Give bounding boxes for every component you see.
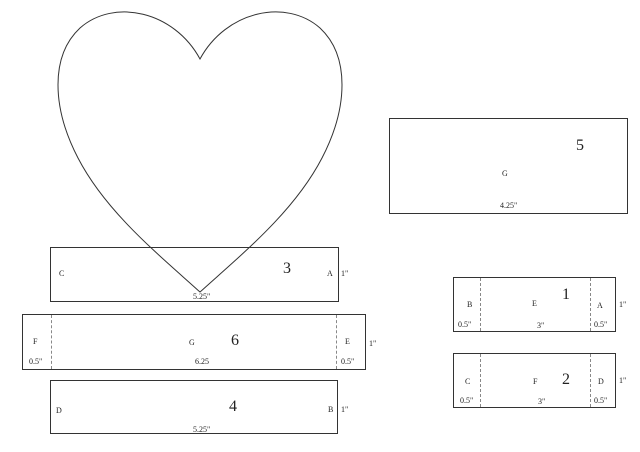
piece-4-right-letter: B bbox=[328, 405, 334, 414]
piece-3-height-dim: 1" bbox=[341, 269, 349, 278]
piece-1-fold-right bbox=[590, 278, 591, 331]
piece-6-left-dim: 0.5" bbox=[29, 357, 43, 366]
piece-2-center-letter: F bbox=[533, 377, 538, 386]
piece-6-fold-left bbox=[51, 315, 52, 369]
piece-5-number: 5 bbox=[576, 137, 584, 154]
piece-2: C F 2 D 0.5" 3" 0.5" bbox=[453, 353, 616, 408]
piece-3-number: 3 bbox=[283, 260, 291, 277]
piece-1-right-dim: 0.5" bbox=[594, 320, 608, 329]
piece-6: F G 6 E 0.5" 6.25 0.5" bbox=[22, 314, 366, 370]
piece-6-width-dim: 6.25 bbox=[195, 357, 209, 366]
heart-shape bbox=[57, 11, 343, 293]
piece-3-width-dim: 5.25" bbox=[193, 292, 211, 301]
piece-6-right-letter: E bbox=[345, 337, 350, 346]
piece-4: D 4 B 5.25" bbox=[50, 380, 338, 434]
piece-4-width-dim: 5.25" bbox=[193, 425, 211, 434]
piece-5: 5 G 4.25" bbox=[389, 118, 628, 214]
piece-1: B E 1 A 0.5" 3" 0.5" bbox=[453, 277, 616, 332]
piece-6-center-letter: G bbox=[189, 338, 195, 347]
piece-1-number: 1 bbox=[562, 286, 570, 303]
piece-2-width-dim: 3" bbox=[538, 397, 546, 406]
piece-6-number: 6 bbox=[231, 332, 239, 349]
piece-5-width-dim: 4.25" bbox=[500, 201, 518, 210]
piece-4-number: 4 bbox=[229, 398, 237, 415]
piece-2-right-dim: 0.5" bbox=[594, 396, 608, 405]
piece-2-left-dim: 0.5" bbox=[460, 396, 474, 405]
piece-1-height-dim: 1" bbox=[619, 300, 627, 309]
piece-2-number: 2 bbox=[562, 371, 570, 388]
piece-4-height-dim: 1" bbox=[341, 405, 349, 414]
piece-3: C 3 A 5.25" bbox=[50, 247, 339, 302]
piece-6-left-letter: F bbox=[33, 337, 38, 346]
piece-2-fold-right bbox=[590, 354, 591, 407]
piece-1-right-letter: A bbox=[597, 301, 603, 310]
piece-2-right-letter: D bbox=[598, 377, 604, 386]
piece-4-left-letter: D bbox=[56, 406, 62, 415]
piece-3-right-letter: A bbox=[327, 269, 333, 278]
piece-2-fold-left bbox=[480, 354, 481, 407]
piece-2-height-dim: 1" bbox=[619, 376, 627, 385]
piece-1-left-dim: 0.5" bbox=[458, 320, 472, 329]
piece-3-left-letter: C bbox=[59, 269, 65, 278]
piece-2-left-letter: C bbox=[465, 377, 471, 386]
piece-1-center-letter: E bbox=[532, 299, 537, 308]
piece-1-width-dim: 3" bbox=[537, 321, 545, 330]
piece-6-height-dim: 1" bbox=[369, 339, 377, 348]
piece-1-fold-left bbox=[480, 278, 481, 331]
piece-6-right-dim: 0.5" bbox=[341, 357, 355, 366]
piece-6-fold-right bbox=[336, 315, 337, 369]
piece-1-left-letter: B bbox=[467, 300, 473, 309]
piece-5-center-letter: G bbox=[502, 169, 508, 178]
